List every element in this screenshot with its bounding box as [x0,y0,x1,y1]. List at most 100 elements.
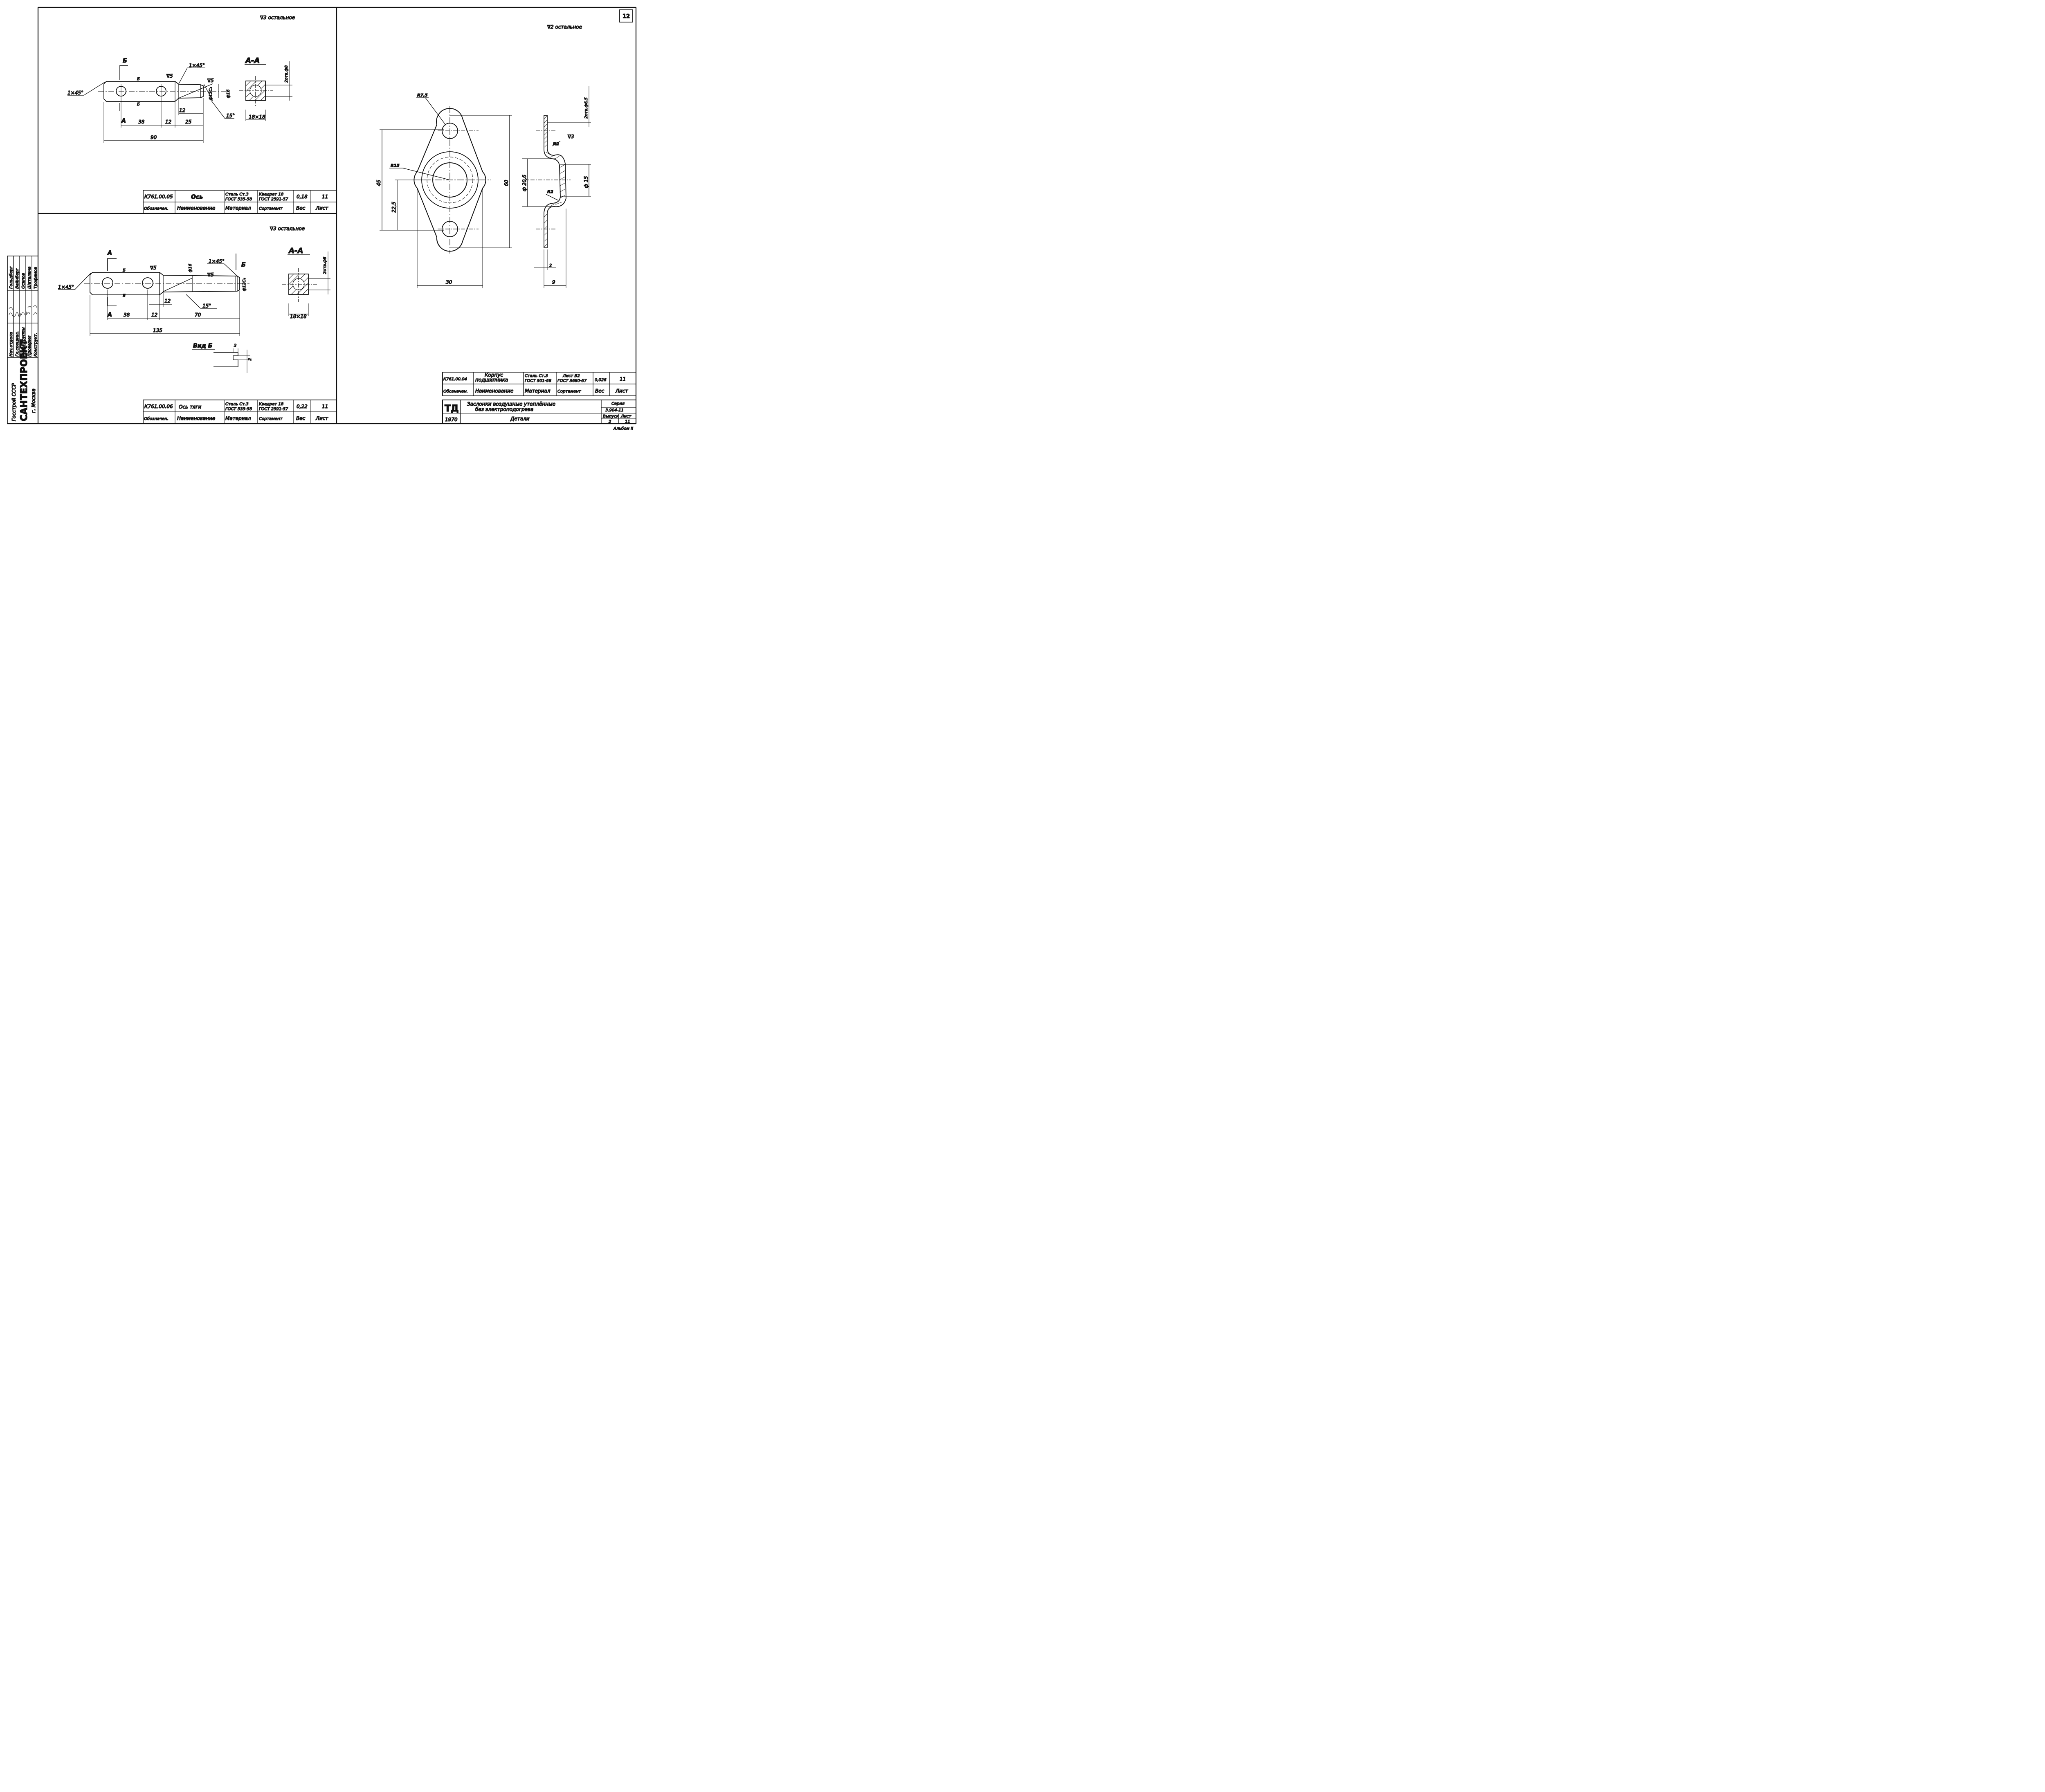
svg-text:Заслонки воздушные утеплённые: Заслонки воздушные утеплённые [467,401,555,407]
svg-text:без электроподогрева: без электроподогрева [475,406,533,412]
svg-text:ф16: ф16 [226,90,231,98]
svg-text:1970: 1970 [445,417,458,422]
svg-text:∇5: ∇5 [150,265,157,271]
svg-text:R2: R2 [547,190,553,194]
svg-text:22,5: 22,5 [391,202,397,213]
svg-text:∇5: ∇5 [207,78,214,83]
svg-text:1×45°: 1×45° [189,63,205,68]
svg-text:ф 20,6: ф 20,6 [521,175,527,191]
svg-text:Вес: Вес [595,388,605,394]
svg-text:Корпус: Корпус [485,372,503,378]
svg-text:Вес: Вес [296,415,306,421]
svg-text:Б: Б [123,58,127,64]
svg-text:11: 11 [620,376,626,382]
svg-text:Вид Б: Вид Б [193,343,212,349]
svg-text:R15: R15 [391,164,400,168]
svg-text:А-А: А-А [245,56,260,65]
svg-text:1×45°: 1×45° [67,90,83,96]
svg-text:12: 12 [164,298,171,304]
svg-text:ф12С₄: ф12С₄ [242,278,247,291]
spec-table-part2: К761.00.06 Ось тяги Сталь Ст.3 ГОСТ 535-… [143,400,337,424]
svg-text:Б: Б [241,262,246,268]
svg-text:∇5: ∇5 [166,73,173,79]
svg-text:0,22: 0,22 [297,404,308,409]
stamp-role: Гл.специал. [15,331,20,357]
svg-text:25: 25 [185,119,191,125]
stamp-role: Проверил [27,335,32,357]
svg-text:60: 60 [503,180,509,186]
side-stamp: Нач.отдела Гл.специал. Руков.группы Пров… [7,256,38,424]
svg-text:Обозначен.: Обозначен. [144,206,169,211]
stamp-name: Трофимов [34,267,38,289]
svg-text:подшипника: подшипника [475,377,508,383]
drawing-sheet: 12 Нач.отдела Гл.специал. Руков.группы П… [0,0,641,434]
svg-text:Лист: Лист [615,388,628,394]
stamp-role: Нач.отдела [9,332,13,357]
svg-text:К761.00.04: К761.00.04 [443,377,467,382]
svg-text:А: А [121,118,126,124]
svg-text:12: 12 [165,119,171,125]
svg-text:135: 135 [153,328,162,333]
svg-text:К761.00.06: К761.00.06 [144,404,173,409]
svg-text:18×18: 18×18 [249,114,265,120]
svg-text:∇3: ∇3 [567,134,574,139]
svg-text:38: 38 [124,312,130,318]
spec-table-part3: К761.00.04 Корпус подшипника Сталь Ст.3 … [442,372,636,396]
svg-text:Лист В2: Лист В2 [562,374,580,378]
svg-text:ГОСТ 2591-57: ГОСТ 2591-57 [259,407,288,411]
svg-text:1×45°: 1×45° [209,258,225,264]
svg-text:Материал: Материал [225,205,251,211]
svg-text:0,026: 0,026 [595,378,607,382]
part2-drawing: ∇3 остальное А А Б Б Б 1×45° ∇5 ∇5 1×45°… [58,225,337,424]
svg-text:ГОСТ 535-58: ГОСТ 535-58 [225,407,252,411]
svg-text:2: 2 [248,358,252,361]
svg-text:Материал: Материал [525,388,551,394]
svg-text:18×18: 18×18 [290,314,307,319]
svg-text:А-А: А-А [288,247,303,255]
stamp-name: Шаталина [27,267,32,289]
svg-text:11: 11 [625,420,630,424]
svg-text:А: А [107,250,112,256]
svg-text:ф 15: ф 15 [583,176,589,188]
svg-text:2отв.ф8: 2отв.ф8 [323,257,327,274]
title-block: ТД 1970 Заслонки воздушные утеплённые бе… [442,400,636,424]
svg-text:Детали: Детали [510,416,530,422]
stamp-role: Конструкт. [34,333,38,357]
stamp-org2: САНТЕХПРОЕКТ [19,339,29,421]
svg-text:Вес: Вес [296,205,306,211]
svg-text:70: 70 [195,312,201,318]
svg-text:11: 11 [322,194,328,200]
svg-text:Б: Б [137,77,140,81]
svg-text:ГОСТ 501-58: ГОСТ 501-58 [525,379,551,383]
svg-text:Материал: Материал [225,415,251,421]
svg-text:Лист: Лист [315,415,328,421]
svg-text:45: 45 [376,180,382,186]
svg-text:2: 2 [549,263,552,268]
svg-text:11: 11 [322,404,328,409]
part1-drawing: ∇3 остальное Б А Б Б 1×45° 1×45° ∇5 ∇5 ф… [67,14,337,214]
svg-text:2: 2 [609,420,611,424]
td-mark: ТД [445,404,459,414]
svg-text:0,18: 0,18 [297,194,308,200]
svg-text:Квадрат 18: Квадрат 18 [259,402,283,406]
sheet-frame [7,7,637,424]
svg-text:38: 38 [138,119,145,125]
svg-text:15°: 15° [202,303,211,309]
stamp-name: Вайнберг [15,268,20,289]
svg-text:Наименование: Наименование [177,415,215,421]
svg-text:Сталь Ст.3: Сталь Ст.3 [525,374,548,378]
svg-text:Лист: Лист [620,414,632,419]
svg-text:R7,5: R7,5 [417,93,427,98]
svg-text:∇5: ∇5 [207,272,214,278]
svg-text:К761.00.05: К761.00.05 [144,194,173,200]
svg-text:Обозначен.: Обозначен. [144,416,169,421]
signature-scribbles [9,305,37,317]
svg-text:ГОСТ 3680-57: ГОСТ 3680-57 [557,379,587,383]
svg-text:Ось: Ось [191,194,203,200]
svg-text:30: 30 [446,279,452,285]
part2-roughness: ∇3 остальное [270,226,305,231]
svg-text:12: 12 [179,108,185,113]
spec-table-part1: К761.00.05 Ось Сталь Ст.3 ГОСТ 535-58 Кв… [143,190,337,214]
svg-text:90: 90 [151,135,157,140]
stamp-role: Руков.группы [21,327,26,357]
